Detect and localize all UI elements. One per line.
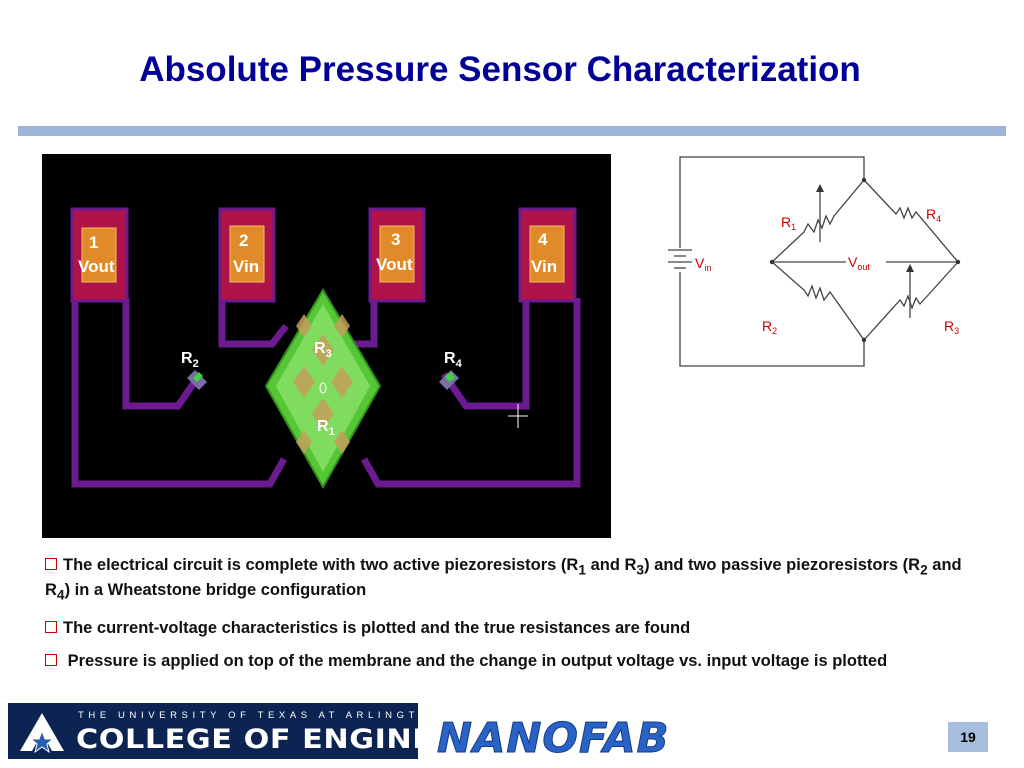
bond-pads [70, 207, 577, 303]
layout-label-r2: R2 [181, 350, 199, 370]
slide-footer: THE UNIVERSITY OF TEXAS AT ARLINGTON COL… [0, 700, 1024, 763]
circuit-label-r3: R3 [944, 318, 959, 336]
checkbox-bullet-icon [45, 558, 57, 570]
uta-star-icon [20, 713, 64, 753]
uta-engineering-logo: THE UNIVERSITY OF TEXAS AT ARLINGTON COL… [8, 703, 541, 759]
pad-4-label: Vin [531, 257, 557, 276]
layout-label-r1: R1 [317, 418, 335, 438]
pad-3-label: Vout [376, 255, 413, 274]
nanofab-logo: NANOFAB [436, 714, 670, 763]
circuit-label-r4: R4 [926, 206, 941, 224]
bullet-item: The current-voltage characteristics is p… [45, 618, 975, 639]
circuit-label-vin: Vin [695, 255, 711, 273]
university-name: THE UNIVERSITY OF TEXAS AT ARLINGTON [78, 710, 443, 721]
passive-resistor-r2 [187, 370, 207, 390]
crosshair-cursor-icon [508, 404, 528, 428]
wheatstone-bridge-diagram: R1 R4 R2 R3 Vin Vout [648, 150, 978, 380]
metal-traces [71, 298, 581, 488]
pad-2-label: Vin [233, 257, 259, 276]
title-divider [18, 126, 1006, 136]
pad-2-number: 2 [239, 231, 248, 250]
layout-label-r3: R3 [314, 340, 332, 360]
circuit-label-r2: R2 [762, 318, 777, 336]
college-name: COLLEGE OF ENGINEERING [76, 724, 542, 755]
membrane-diamond [264, 288, 382, 490]
bullet-item: The electrical circuit is complete with … [45, 556, 962, 603]
layout-label-r4: R4 [444, 350, 463, 370]
pad-3-number: 3 [391, 230, 400, 249]
pad-1-number: 1 [89, 233, 98, 252]
circuit-label-r1: R1 [781, 214, 796, 232]
checkbox-bullet-icon [45, 620, 57, 633]
slide-title: Absolute Pressure Sensor Characterizatio… [139, 50, 861, 89]
bullet-list: The electrical circuit is complete with … [45, 555, 975, 684]
sensor-layout-image: 1 Vout 2 Vin 3 Vout 4 Vin [42, 154, 611, 538]
page-number: 19 [948, 722, 988, 752]
circuit-label-vout: Vout [848, 254, 870, 272]
passive-resistor-r4 [439, 370, 459, 390]
checkbox-bullet-icon [45, 653, 57, 666]
bullet-item: Pressure is applied on top of the membra… [45, 651, 975, 672]
pad-1-label: Vout [78, 257, 115, 276]
pad-4-number: 4 [538, 230, 548, 249]
